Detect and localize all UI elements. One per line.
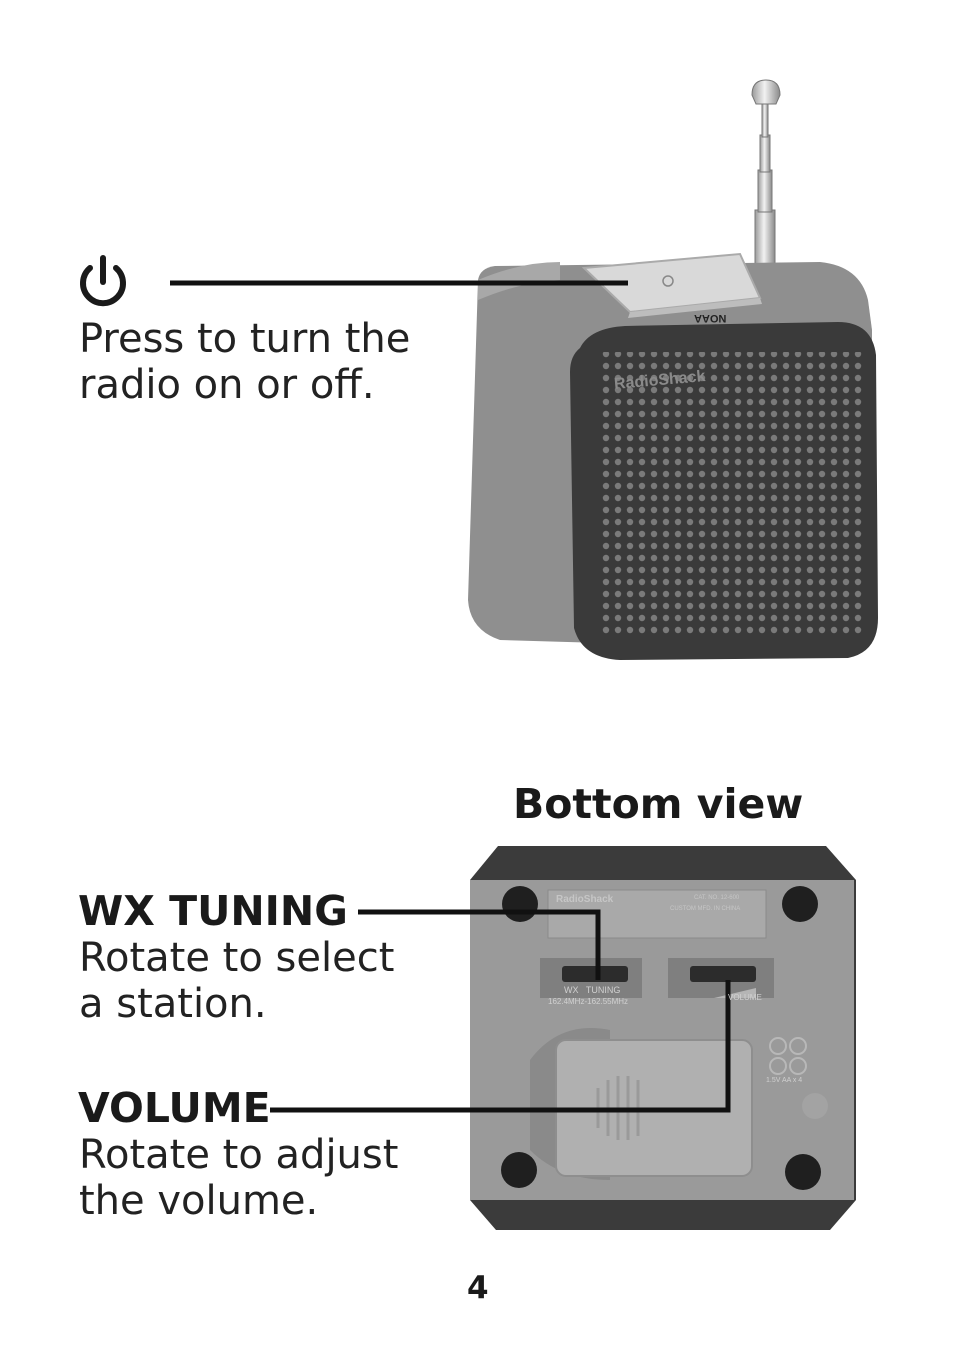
antenna [751, 79, 781, 271]
wx-callout-line [358, 909, 601, 980]
volume-ramp-icon [714, 988, 756, 998]
wx-knob-label: WX TUNING [564, 985, 621, 995]
volume-callout-line [270, 980, 731, 1113]
volume-heading: VOLUME [78, 1084, 271, 1132]
power-description-line1: Press to turn the [79, 316, 411, 362]
volume-description-line2: the volume. [79, 1178, 319, 1224]
volume-knob-label: VOLUME [728, 993, 762, 1002]
power-icon [80, 255, 126, 307]
frequency-range: 162.4MHz-162.55MHz [548, 997, 629, 1006]
wx-tuning-description-line1: Rotate to select [79, 935, 395, 981]
page-number: 4 [467, 1270, 489, 1306]
wx-tuning-heading: WX TUNING [78, 887, 348, 935]
label-brand: RadioShack [556, 894, 614, 905]
power-button-illustration [581, 252, 762, 318]
wx-tuning-knob [562, 966, 628, 982]
volume-description-line1: Rotate to adjust [79, 1132, 399, 1178]
label-cat-no: CAT. NO. 12-600 [694, 895, 740, 901]
label-made-in: CUSTOM MFD. IN CHINA [670, 906, 741, 912]
wx-tuning-description-line2: a station. [79, 981, 267, 1027]
battery-spec-label: 1.5V AA x 4 [766, 1077, 803, 1084]
power-description-line2: radio on or off. [79, 362, 375, 408]
bottom-hole [802, 1093, 828, 1119]
bottom-view-title: Bottom view [513, 780, 804, 828]
speaker-grille [570, 322, 878, 660]
volume-knob [690, 966, 756, 982]
battery-orientation-icon [769, 1037, 807, 1075]
